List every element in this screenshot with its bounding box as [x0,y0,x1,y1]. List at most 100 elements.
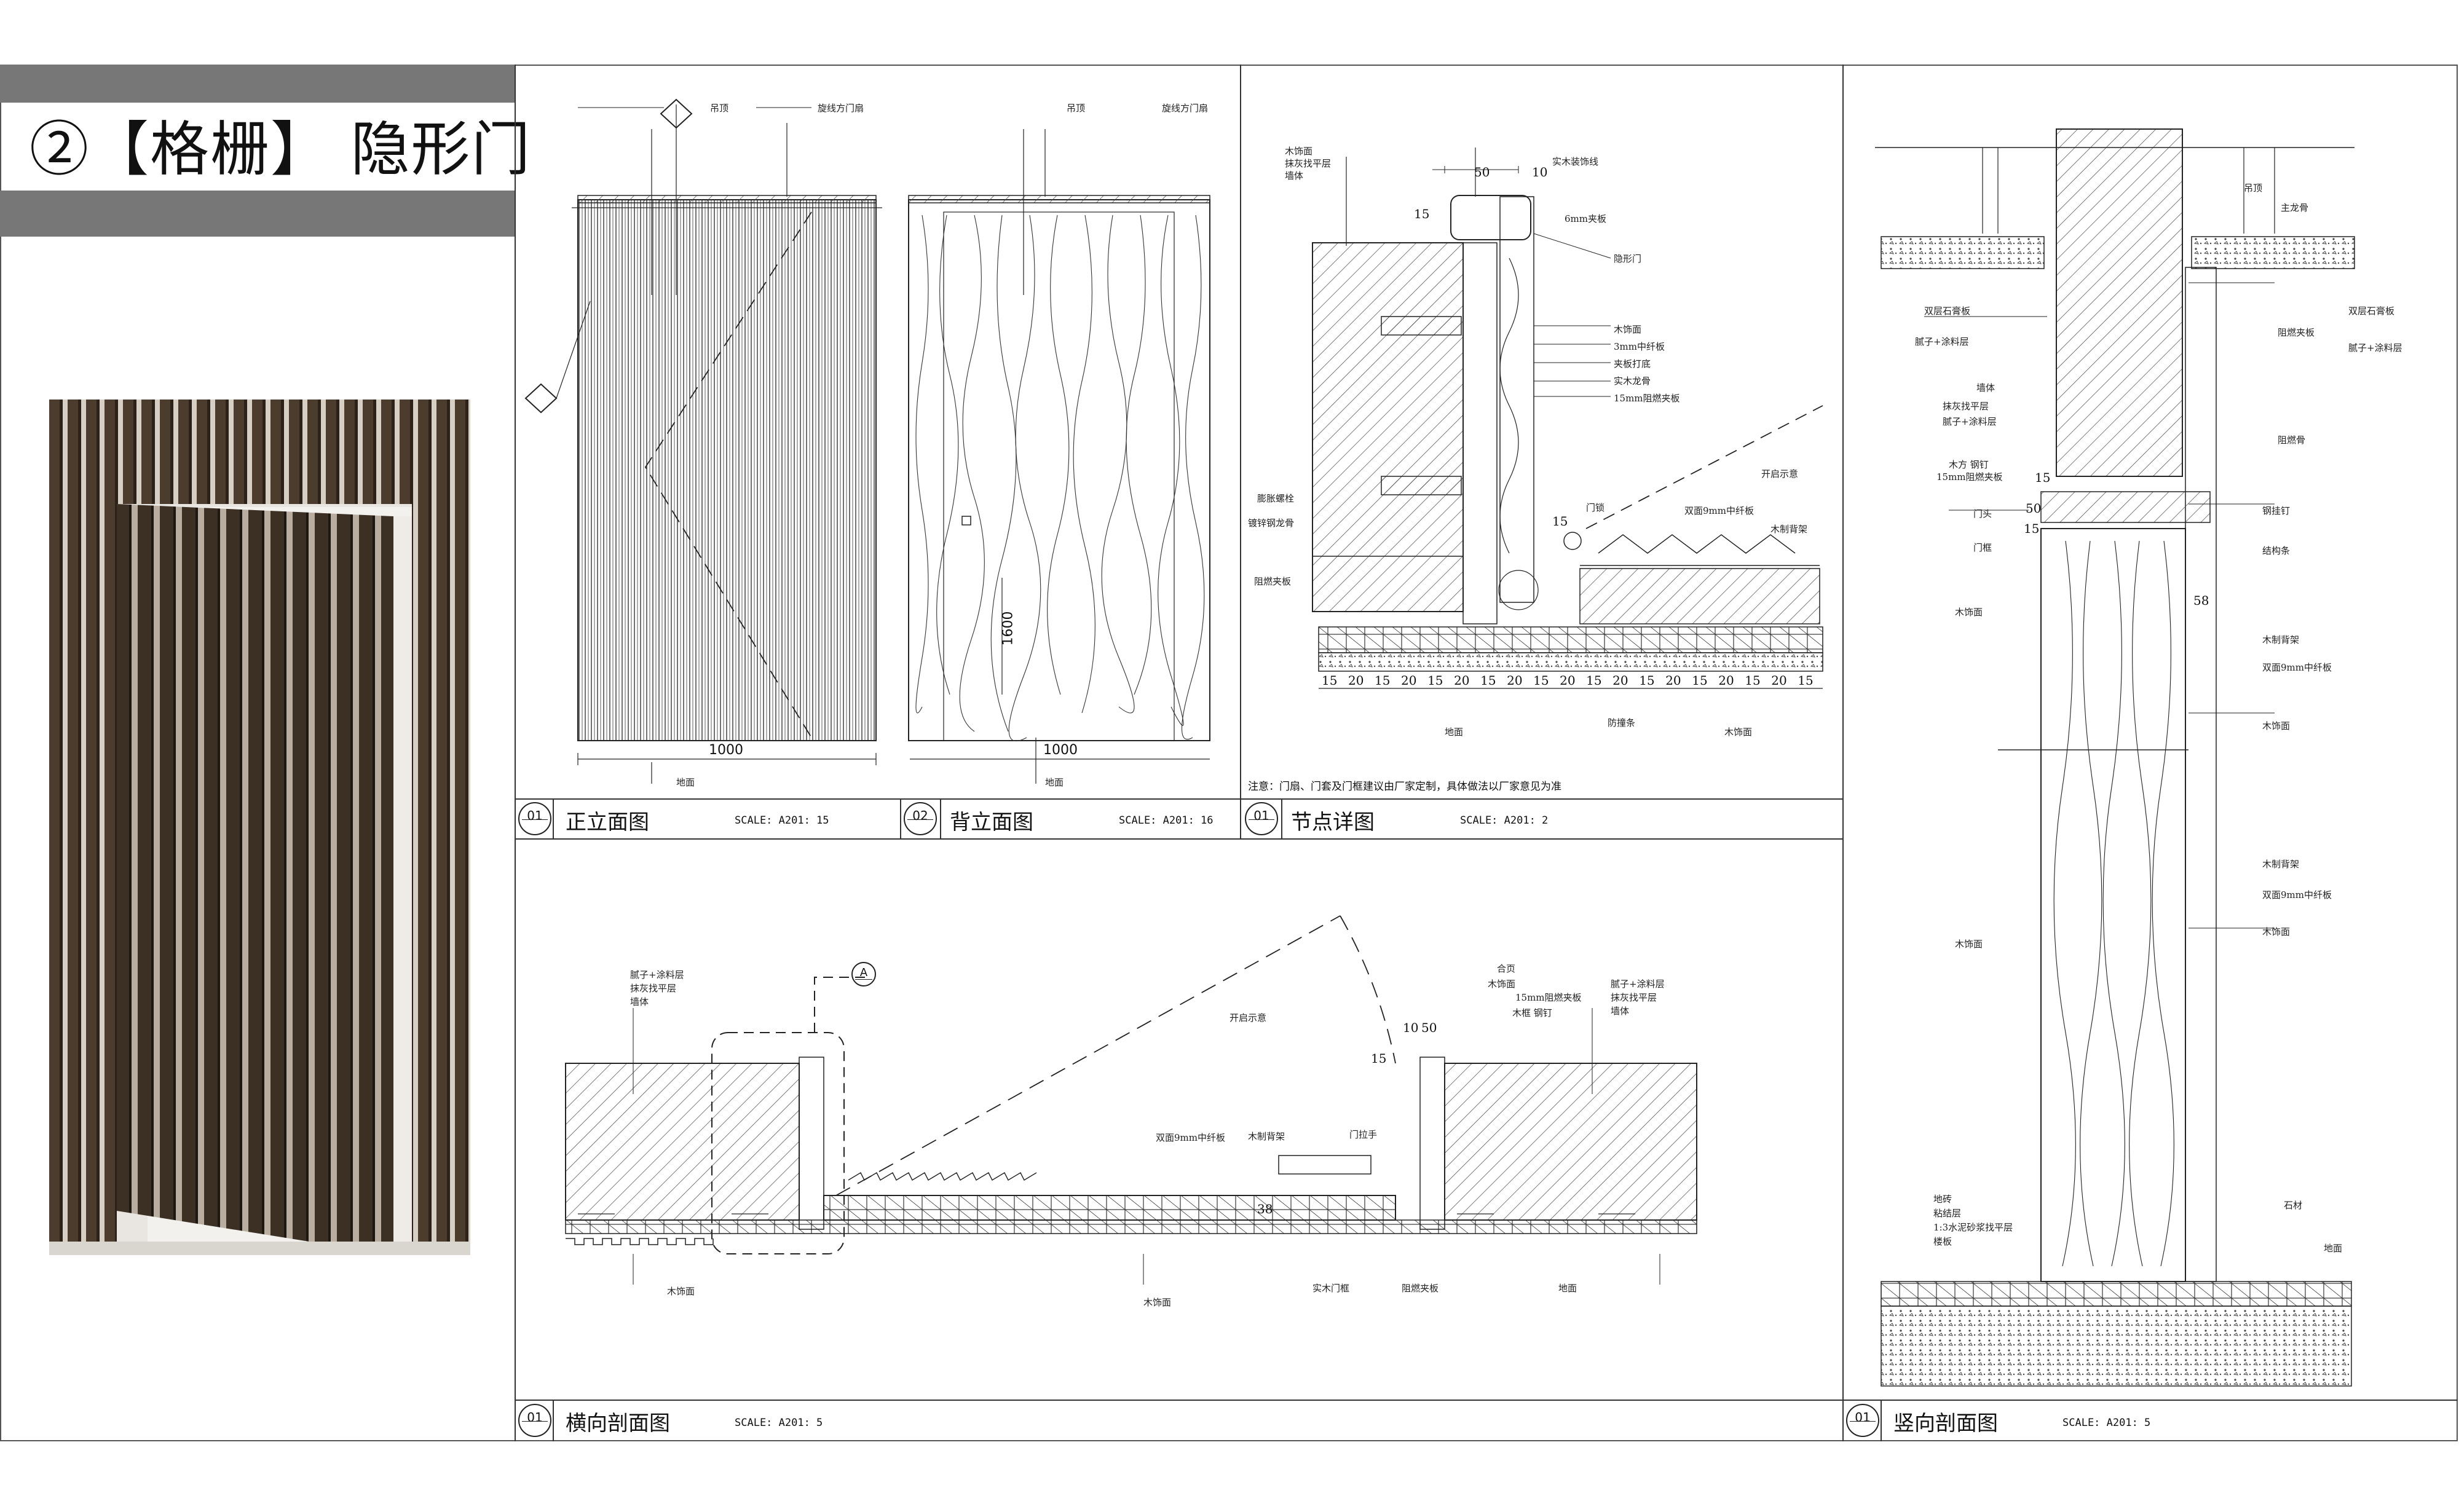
dim-b-8: 15 [1533,673,1549,688]
vert-callout-17: 结构条 [2262,545,2291,556]
detail-callout-1: 抹灰找平层 [1285,158,1332,169]
view-scale-vertical: SCALE: A201: 5 [2062,1417,2151,1429]
dim-b-7: 20 [1507,673,1523,688]
vert-dim-3: 58 [2193,593,2209,608]
dim-b-1: 20 [1348,673,1364,688]
vert-callout-0: 吊顶 [2244,183,2263,194]
title-bar-bottom [0,191,515,237]
detail-callout-13: 阻燃夹板 [1254,576,1292,587]
front-callout-floor: 地面 [676,777,695,788]
view-bubble-vertical: 01 [1846,1404,1879,1437]
dim-b-6: 15 [1480,673,1496,688]
horiz-dim-2: 15 [1371,1051,1387,1066]
horiz-dim-0: 10 [1403,1020,1419,1035]
view-title-vertical: 竖向剖面图 [1893,1411,1998,1436]
detail-dim-top-1: 50 [1474,165,1490,179]
back-callout-floor: 地面 [1045,777,1064,788]
vert-callout-20: 木饰面 [2262,720,2291,731]
dim-b-15: 20 [1718,673,1734,688]
dim-b-0: 15 [1322,673,1338,688]
title-block: ②【格栅】 隐形门 [0,65,531,237]
view-scale-detail: SCALE: A201: 2 [1460,814,1549,827]
vert-callout-4: 墙体 [1976,382,1995,393]
vert-callout-25: 地砖 [1933,1194,1952,1205]
detail-dim-row: 15 20 15 20 15 20 15 20 15 20 15 20 15 2… [1322,673,1814,688]
view-bubble-detail: 01 [1245,802,1278,835]
vert-callout-3: 腻子+涂料层 [1915,336,1969,347]
view-title-back: 背立面图 [950,810,1033,835]
vert-callout-15: 阻燃骨 [2278,435,2306,446]
front-callout-door: 旋线方门扇 [818,103,864,114]
detail-callout-7: 3mm中纤板 [1614,341,1665,352]
dim-b-3: 20 [1401,673,1417,688]
horiz-callout-8: 合页 [1497,963,1516,974]
vert-callout-9: 门头 [1973,508,1992,519]
sheet-frame [0,65,2458,1441]
view-title-detail: 节点详图 [1291,810,1375,835]
vert-dim-2: 15 [2024,521,2040,536]
horiz-callout-9: 15mm阻燃夹板 [1515,992,1582,1003]
detail-callout-9: 实木龙骨 [1614,376,1651,387]
horiz-callout-4: 双面9mm中纤板 [1156,1132,1225,1143]
vert-callout-27: 1:3水泥砂浆找平层 [1933,1222,2013,1233]
horiz-callout-14: 木饰面 [667,1286,695,1297]
vert-callout-24: 木饰面 [2262,926,2291,937]
horiz-callout-3: 开启示意 [1230,1012,1267,1023]
dim-b-14: 15 [1692,673,1708,688]
horiz-callout-0: 腻子+涂料层 [630,969,684,980]
dim-b-2: 15 [1375,673,1391,688]
detail-note: 注意：门扇、门套及门框建议由厂家定制，具体做法以厂家意见为准 [1248,781,1561,793]
detail-callout-15: 开启示意 [1761,468,1799,479]
horiz-callout-18: 木饰面 [1143,1297,1172,1308]
detail-dim-top-2: 10 [1532,165,1548,179]
detail-callout-18: 防撞条 [1608,717,1636,728]
view-bubble-back: 02 [904,802,937,835]
vert-callout-1: 主龙骨 [2281,202,2309,213]
dim-b-13: 20 [1665,673,1681,688]
section-marker-a: A [851,962,876,986]
view-scale-front: SCALE: A201: 15 [735,814,829,827]
detail-callout-14: 双面9mm中纤板 [1684,505,1754,516]
view-bubble-horizontal: 01 [518,1404,551,1437]
dim-b-18: 15 [1798,673,1814,688]
vert-dim-0: 15 [2035,470,2051,485]
back-height-dim: 1600 [1000,611,1016,646]
dim-b-4: 15 [1427,673,1443,688]
vert-callout-28: 楼板 [1933,1236,1952,1247]
dim-b-16: 15 [1745,673,1761,688]
detail-callout-17: 门锁 [1586,502,1605,513]
detail-callout-3: 实木装饰线 [1552,156,1599,167]
dim-b-17: 20 [1771,673,1787,688]
vert-callout-22: 木制背架 [2262,859,2300,870]
view-title-front: 正立面图 [566,810,649,835]
front-width-dim: 1000 [709,742,743,758]
view-scale-back: SCALE: A201: 16 [1119,814,1214,827]
horiz-callout-7: 木饰面 [1488,978,1516,990]
view-scale-horizontal: SCALE: A201: 5 [735,1417,823,1429]
detail-callout-8: 夹板打底 [1614,358,1651,369]
vert-callout-23: 双面9mm中纤板 [2262,889,2332,900]
horiz-callout-16: 实木门框 [1312,1283,1350,1294]
dim-b-12: 15 [1639,673,1655,688]
detail-dim-top-4: 15 [1552,514,1568,529]
vert-callout-10: 门框 [1973,542,1992,553]
vert-callout-7: 木方 钢钉 [1949,459,1989,470]
vert-callout-18: 木制背架 [2262,634,2300,645]
detail-callout-20: 木饰面 [1724,726,1753,738]
vert-callout-26: 粘结层 [1933,1208,1962,1219]
detail-callout-2: 墙体 [1285,170,1304,181]
dim-b-10: 15 [1586,673,1602,688]
vert-callout-30: 地面 [2324,1243,2343,1254]
vert-callout-19: 双面9mm中纤板 [2262,662,2332,673]
vert-callout-5: 抹灰找平层 [1943,401,1989,412]
vert-callout-16: 钢挂钉 [2262,505,2291,516]
detail-callout-10: 15mm阻燃夹板 [1614,393,1680,404]
horiz-callout-5: 木制背架 [1248,1131,1285,1142]
title-bar-top [0,65,515,103]
detail-callout-0: 木饰面 [1285,146,1313,157]
detail-dim-top-3: 15 [1414,207,1430,221]
vert-callout-13: 腻子+涂料层 [2348,342,2402,353]
vert-callout-29: 石材 [2284,1200,2303,1211]
detail-callout-11: 膨胀螺栓 [1257,493,1295,504]
vert-callout-21: 木饰面 [1955,939,1983,950]
